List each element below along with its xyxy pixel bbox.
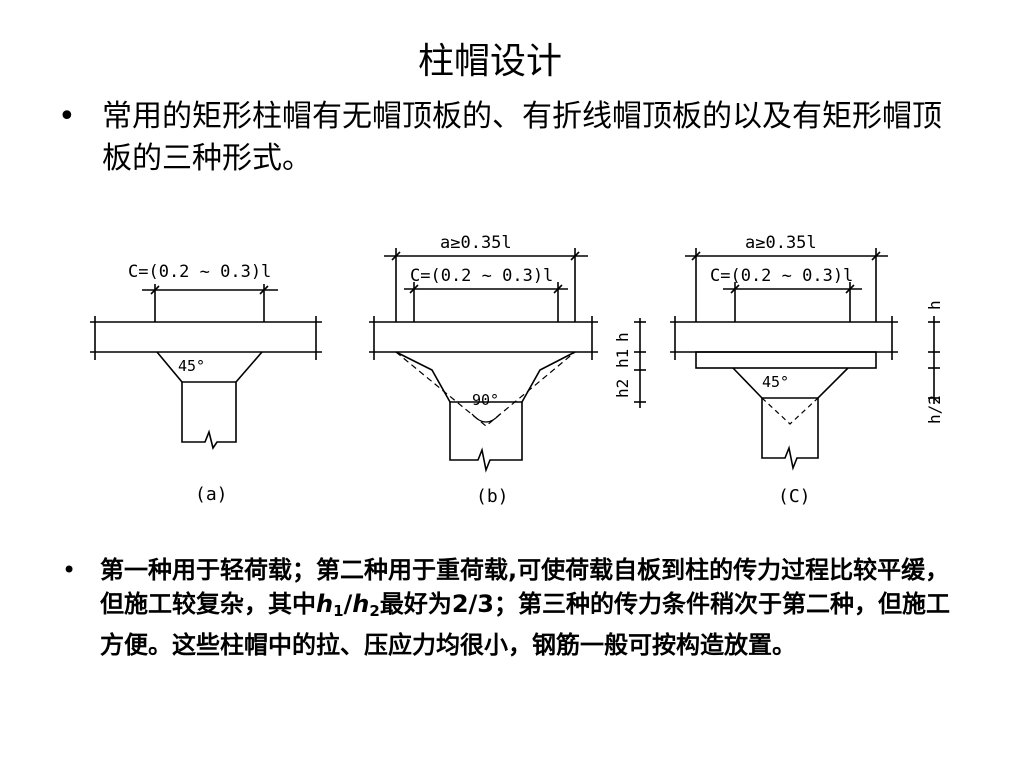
dim-c-label: C=(0.2 ~ 0.3)l xyxy=(128,262,271,282)
caption-a: (a) xyxy=(195,484,228,505)
h2-subscript: 2 xyxy=(369,602,380,620)
dim-a-label: a≥0.35l xyxy=(745,233,817,253)
dim-a-tick-left xyxy=(391,251,401,261)
caption-b: (b) xyxy=(476,486,509,507)
usage-text-part2: 最好为2/3；第三种的传力条件稍次于第二种，但施工方便。这些柱帽中的拉、压应力均… xyxy=(100,590,950,659)
dim-h2-label: h2 xyxy=(613,379,632,398)
angle-arc xyxy=(471,413,501,423)
capital-chamfer-dash xyxy=(761,397,819,425)
dim-c-tick-left xyxy=(150,285,160,295)
dim-c-label: C=(0.2 ~ 0.3)l xyxy=(710,266,853,286)
capital-outline xyxy=(156,351,263,383)
usage-text-part1: 第一种用于轻荷载；第二种用于重荷载,可使荷载自板到柱的传力过程比较平缓，但施工较… xyxy=(100,556,950,618)
column-outline xyxy=(761,398,819,471)
column-outline xyxy=(181,382,237,450)
caption-c: (C) xyxy=(778,486,811,507)
bullet-dot: • xyxy=(62,556,77,584)
capital-outline xyxy=(395,351,576,403)
bullet-dot: • xyxy=(58,99,76,134)
dim-c-tick-right xyxy=(553,284,563,294)
dim-a-tick-left xyxy=(691,251,701,261)
dim-a-label: a≥0.35l xyxy=(440,233,512,253)
angle-label: 90° xyxy=(472,391,499,409)
dim-a-tick-right xyxy=(570,251,580,261)
bullet-text-usage: 第一种用于轻荷载；第二种用于重荷载,可使荷载自板到柱的传力过程比较平缓，但施工较… xyxy=(100,553,972,662)
dim-h-label: h xyxy=(613,332,632,342)
dim-h-label: h xyxy=(925,300,944,310)
bullet-item-usage: • 第一种用于轻荷载；第二种用于重荷载,可使荷载自板到柱的传力过程比较平缓，但施… xyxy=(62,553,972,662)
capital-chamfer-dash xyxy=(395,351,576,427)
h1-subscript: 1 xyxy=(333,602,344,620)
angle-label: 45° xyxy=(178,357,205,375)
diagram-a: C=(0.2 ~ 0.3)l 45° (a) xyxy=(90,262,322,505)
slide-title: 柱帽设计 xyxy=(417,41,562,82)
dim-h1-label: h1 xyxy=(613,349,632,368)
ratio-slash: / xyxy=(343,590,353,618)
capital-outline xyxy=(732,367,849,399)
bullet-text-forms: 常用的矩形柱帽有无帽顶板的、有折线帽顶板的以及有矩形帽顶板的三种形式。 xyxy=(102,99,942,176)
dim-c-tick-right xyxy=(259,285,269,295)
drop-panel xyxy=(695,351,877,369)
dim-c-tick-left xyxy=(409,284,419,294)
dim-h-half-label: h/2 xyxy=(925,395,944,424)
diagram-c: a≥0.35l C=(0.2 ~ 0.3)l 45° h h/2 (C) xyxy=(670,233,944,507)
bullet-item-forms: • 常用的矩形柱帽有无帽顶板的、有折线帽顶板的以及有矩形帽顶板的三种形式。 xyxy=(58,96,968,180)
h2-variable: h xyxy=(352,590,370,618)
dim-a-tick-right xyxy=(871,251,881,261)
dim-c-tick-left xyxy=(730,284,740,294)
h1-variable: h xyxy=(316,590,334,618)
column-outline xyxy=(449,402,523,473)
diagram-b: a≥0.35l C=(0.2 ~ 0.3)l 90° h h1 h2 (b) xyxy=(369,233,646,507)
dim-c-label: C=(0.2 ~ 0.3)l xyxy=(410,266,553,286)
dim-c-tick-right xyxy=(845,284,855,294)
angle-label: 45° xyxy=(762,373,789,391)
